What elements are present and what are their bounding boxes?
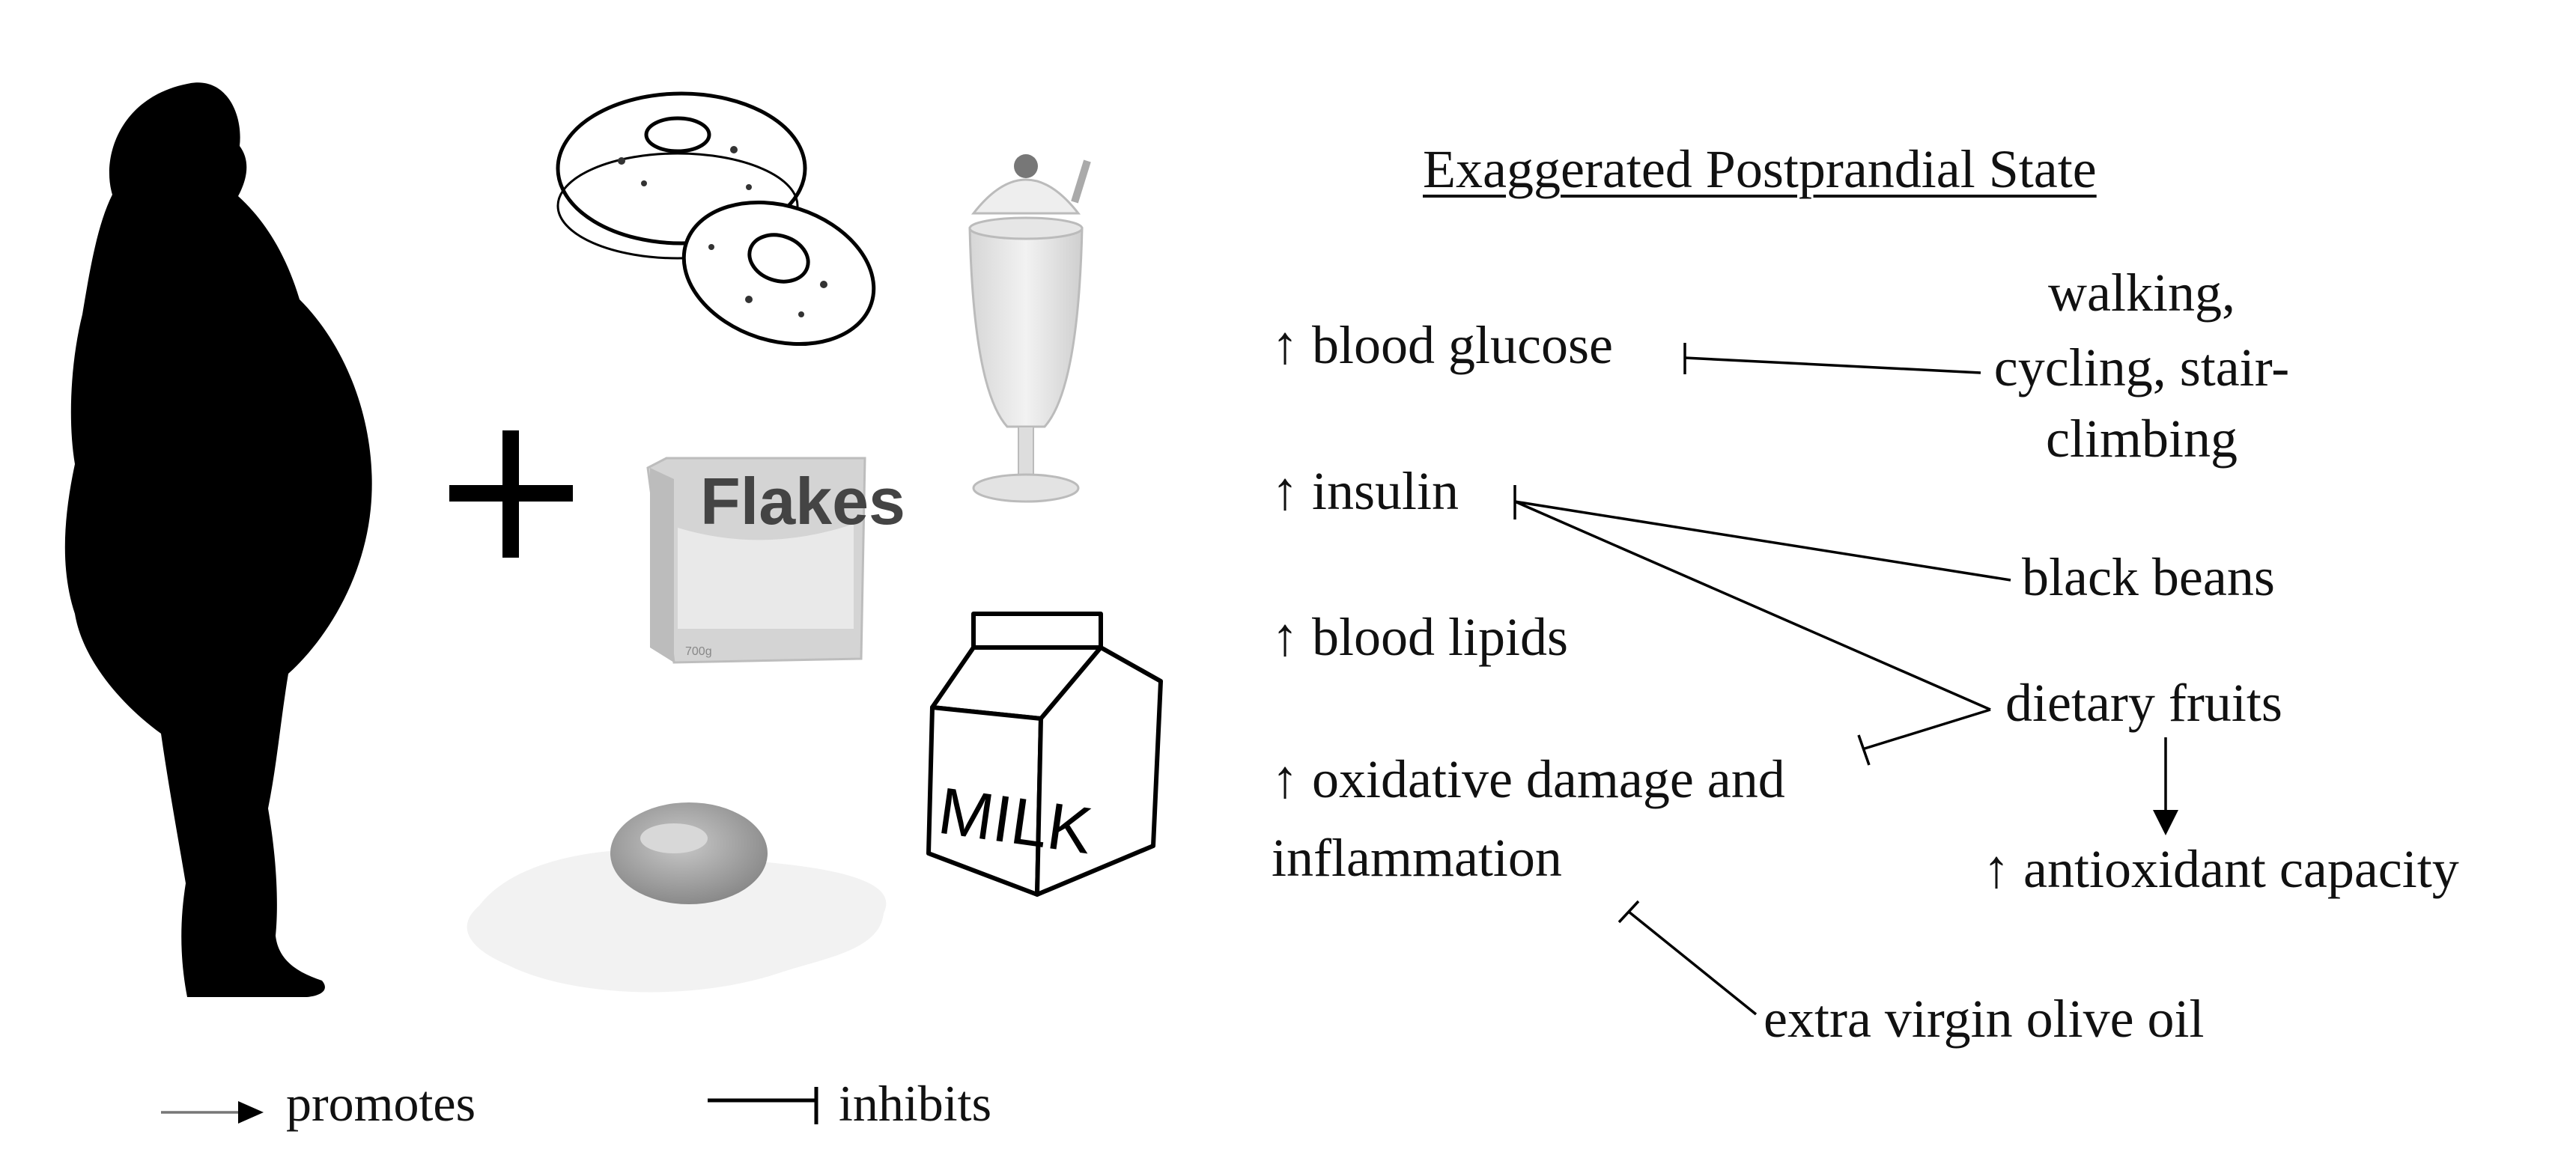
edge-fruits-promotes-antioxidant — [2153, 737, 2178, 835]
intervention-walking: walking, — [2048, 263, 2235, 323]
edge-fruits-inhibits-insulin — [1514, 500, 1991, 711]
effect-blood-lipids: ↑ blood lipids — [1272, 607, 1569, 667]
intervention-black-beans: black beans — [2022, 547, 2275, 607]
egg-icon — [467, 802, 887, 993]
outcome-antioxidant-capacity: ↑ antioxidant capacity — [1983, 839, 2459, 899]
edge-olive-oil-inhibits-inflammation — [1617, 900, 1758, 1016]
legend-inhibits-label: inhibits — [839, 1075, 992, 1132]
intervention-cycling: cycling, stair- — [1993, 338, 2290, 397]
legend-promotes-label: promotes — [286, 1075, 476, 1132]
diagram-title: Exaggerated Postprandial State — [1423, 139, 2097, 199]
milkshake-icon — [968, 154, 1091, 503]
edge-exercise-inhibits-glucose — [1683, 343, 1981, 374]
effect-inflammation: inflammation — [1272, 828, 1562, 888]
cereal-box-weight: 700g — [685, 645, 712, 658]
cereal-box-icon: Flakes 700g — [646, 457, 905, 664]
plus-icon — [449, 430, 573, 558]
legend-promotes-arrow-icon — [161, 1101, 264, 1124]
edge-fruits-inhibits-oxidative — [1857, 708, 1991, 766]
milk-carton-icon: MILK — [926, 612, 1163, 897]
effect-oxidative-damage: ↑ oxidative damage and — [1272, 749, 1785, 809]
effect-blood-glucose: ↑ blood glucose — [1272, 315, 1613, 375]
intervention-dietary-fruits: dietary fruits — [2005, 673, 2282, 733]
intervention-stair-climbing: climbing — [2046, 409, 2238, 469]
intervention-olive-oil: extra virgin olive oil — [1764, 989, 2205, 1049]
effect-insulin: ↑ insulin — [1272, 461, 1459, 521]
legend-inhibits-bar-icon — [708, 1087, 818, 1124]
person-silhouette-icon — [64, 82, 372, 997]
bagels-icon — [556, 91, 876, 347]
edge-black-beans-inhibits-insulin — [1513, 485, 2011, 582]
cereal-box-brand: Flakes — [700, 464, 905, 538]
